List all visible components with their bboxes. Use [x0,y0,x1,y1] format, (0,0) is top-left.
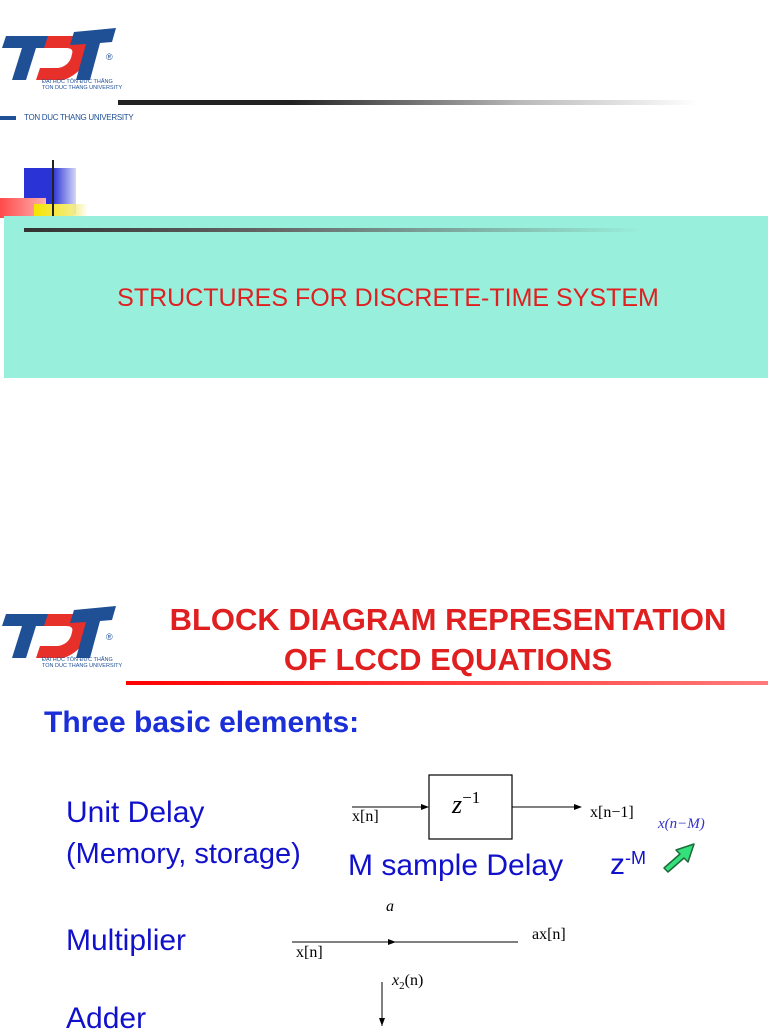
university-footer-mark [0,116,16,120]
logo-subtitle-2-1: ĐẠI HỌC TÔN ĐỨC THẮNG [42,657,113,663]
slide-1-title: STRUCTURES FOR DISCRETE-TIME SYSTEM [117,284,659,312]
unit-delay-sublabel: (Memory, storage) [66,838,301,870]
tdt-logo-mark-2 [2,606,116,658]
logo-subtitle-2: TON DUC THANG UNIVERSITY [42,85,123,91]
green-arrow-icon [663,843,695,873]
slide-1: ® ĐẠI HỌC TÔN ĐỨC THẮNG TON DUC THANG UN… [0,0,768,440]
university-footer-name: TON DUC THANG UNIVERSITY [24,113,134,122]
m-delay-exp: -M [625,847,646,868]
title-band-rule [24,228,644,232]
unit-delay-box-label: z−1 [452,787,481,820]
logo-subtitle-1: ĐẠI HỌC TÔN ĐỨC THẮNG [42,79,113,85]
m-delay-z: z [610,848,625,881]
unit-delay-box-exp: −1 [462,787,481,807]
registered-mark: ® [106,52,113,62]
slide-2-title-line-2: OF LCCD EQUATIONS [283,642,613,677]
adder-input-arrow [379,982,385,1026]
adder-label: Adder [66,1002,147,1035]
unit-delay-input-label: x[n] [352,808,379,826]
title-underline [126,681,768,685]
m-sample-delay-label: M sample Delay [348,849,564,882]
adder-input-arg: (n) [404,972,424,989]
unit-delay-label: Unit Delay [66,796,205,829]
title-band [4,216,768,378]
tdt-logo: ® ĐẠI HỌC TÔN ĐỨC THẮNG TON DUC THANG UN… [0,22,122,102]
adder-input-label: x2(n) [392,972,423,992]
logo-subtitle-2-2: TON DUC THANG UNIVERSITY [42,663,123,669]
multiplier-output-label: ax[n] [532,926,566,943]
tdt-logo-2: ® ĐẠI HỌC TÔN ĐỨC THẮNG TON DUC THANG UN… [0,600,122,680]
slide-2: ® ĐẠI HỌC TÔN ĐỨC THẮNG TON DUC THANG UN… [0,582,768,1035]
slide-2-title-line-1: BLOCK DIAGRAM REPRESENTATION [169,602,727,637]
header-rule-short [0,104,118,106]
unit-delay-diagram [352,774,582,840]
section-heading: Three basic elements: [44,706,360,739]
multiplier-coef: a [386,898,394,915]
m-delay-operator: z-M [610,848,646,882]
multiplier-label: Multiplier [66,924,187,957]
multiplier-line [292,939,518,945]
tdt-logo-mark [2,28,116,80]
adder-input-x: x [392,972,400,989]
unit-delay-output-label: x[n−1] [590,804,634,821]
registered-mark-2: ® [106,632,113,642]
unit-delay-input-text: x[n] [352,808,379,825]
deco-vertical-line [52,160,54,248]
header-rule [118,100,698,105]
multiplier-input-label: x[n] [296,944,323,961]
unit-delay-box-z: z [452,790,463,819]
adder-input-sub: 2 [399,980,405,993]
m-delay-output-label: x(n−M) [658,816,705,832]
